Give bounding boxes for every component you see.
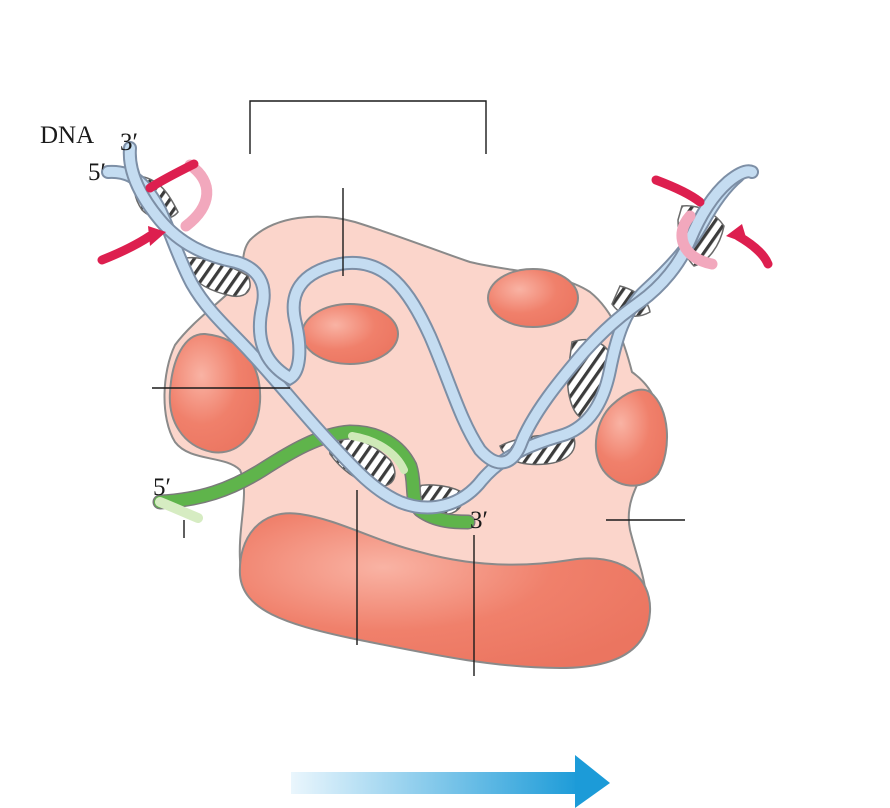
arrow-right-icon — [291, 755, 610, 808]
upstream-5prime-label: 5′ — [88, 159, 106, 186]
rotation-arrow-icon — [651, 175, 773, 270]
enzyme-lobe-bottom — [238, 512, 652, 670]
enzyme-lobe-right — [595, 388, 668, 487]
enzyme-lobe-top — [487, 268, 579, 328]
leader-lines — [152, 100, 685, 676]
rna-5prime-label: 5′ — [153, 474, 171, 501]
dna-strand-coding — [122, 141, 759, 470]
enzyme-lobe-center — [301, 303, 399, 365]
rotation-arrow-icon — [97, 159, 213, 265]
upstream-3prime-label: 3′ — [120, 129, 138, 156]
bracket — [249, 100, 487, 154]
dna-label: DNA — [40, 122, 95, 149]
enzyme-lobe-left — [168, 332, 262, 454]
rna-3prime-label: 3′ — [470, 507, 488, 534]
